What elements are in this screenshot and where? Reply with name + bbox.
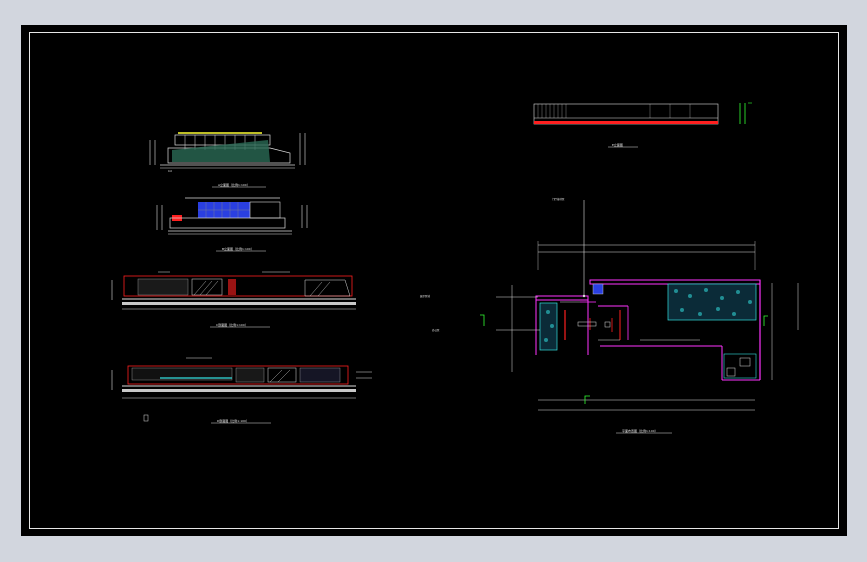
elevation-a-drawing: 0.0 bbox=[149, 132, 306, 173]
elevation-e-title: E立面图 bbox=[612, 142, 623, 147]
drawing-frame-border bbox=[29, 32, 839, 529]
plan-annotation-left-1: 展示区域 bbox=[420, 294, 431, 298]
section-c-drawing bbox=[111, 271, 356, 310]
svg-text:0.0: 0.0 bbox=[168, 169, 172, 173]
elevation-a-title: A立面图（比例1:100） bbox=[218, 182, 250, 187]
floor-plan-drawing bbox=[480, 200, 799, 411]
section-d-title: D剖面图（比例1:100） bbox=[217, 418, 249, 423]
section-d-drawing bbox=[111, 357, 372, 422]
section-c-title: C剖面图（比例1:100） bbox=[216, 322, 248, 327]
elevation-e-drawing bbox=[533, 102, 752, 125]
plan-annotation-left-2: 办公区 bbox=[432, 328, 440, 332]
plan-annotation-top: 门厅接待区 bbox=[552, 197, 565, 201]
plan-title: 平面布置图（比例1:100） bbox=[622, 428, 658, 433]
elevation-b-drawing bbox=[156, 197, 308, 235]
elevation-b-title: B立面图（比例1:100） bbox=[222, 246, 254, 251]
